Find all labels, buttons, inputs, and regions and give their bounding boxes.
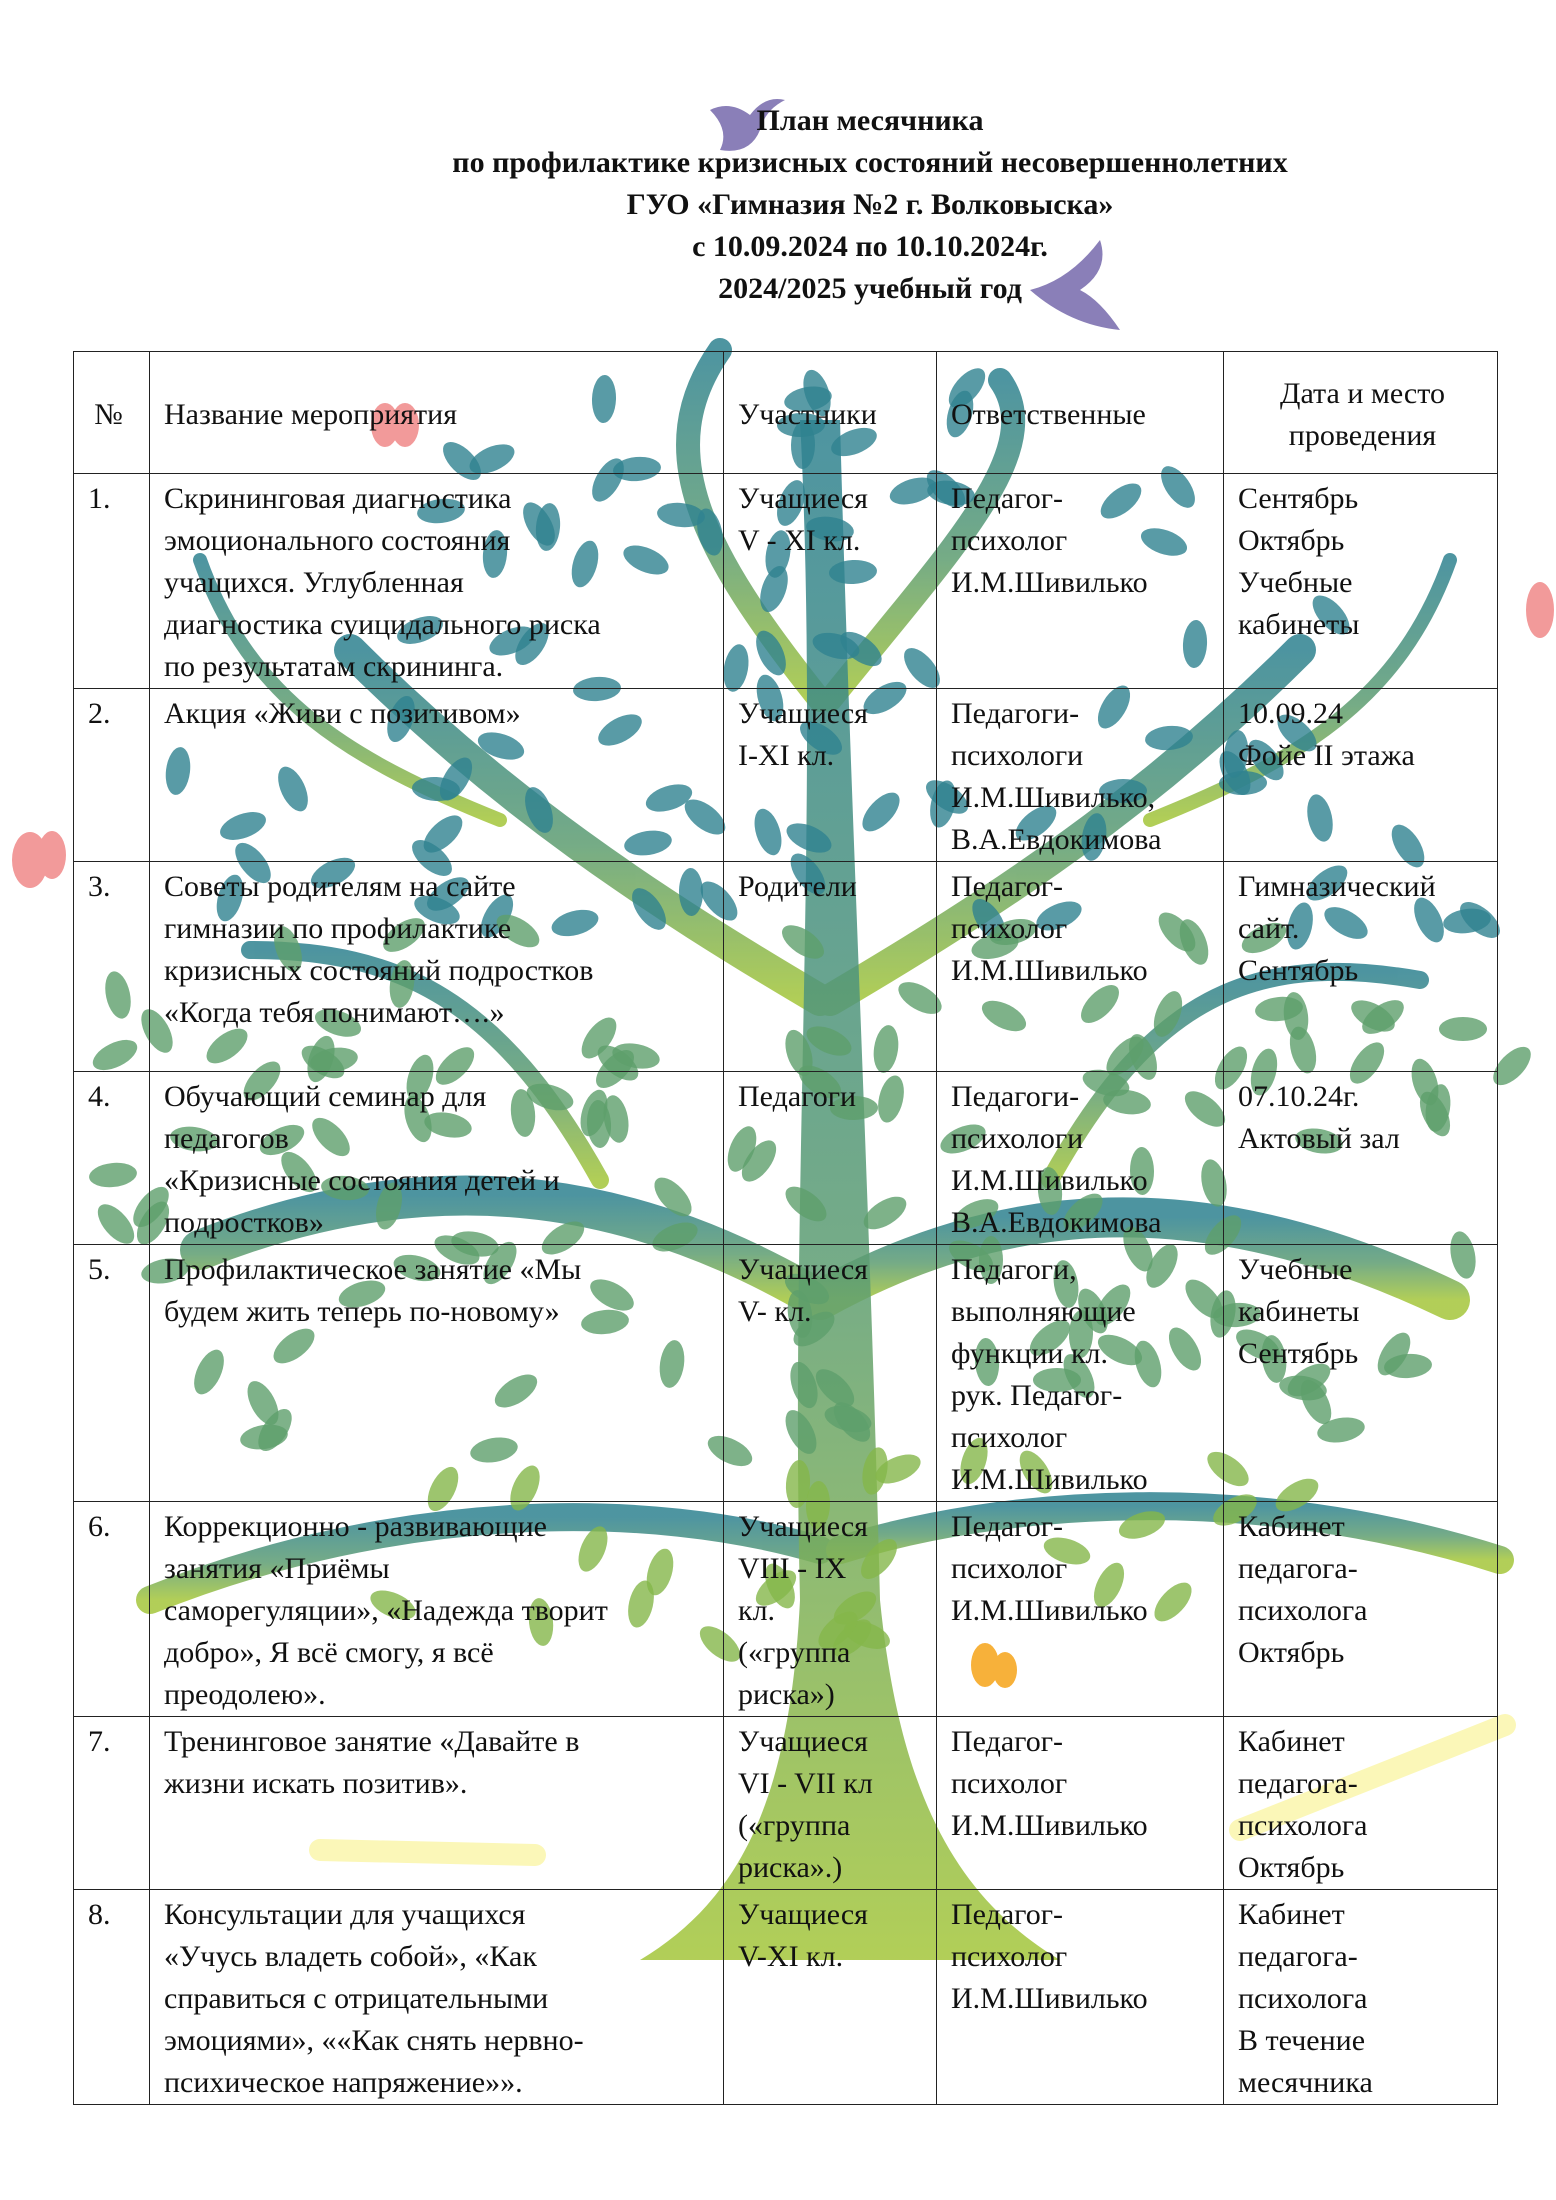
responsible: Педагог- психолог И.М.Шивилько [936,473,1224,689]
row-number: 6. [73,1501,150,1717]
date-place: Сентябрь Октябрь Учебные кабинеты [1223,473,1498,689]
responsible: Педагоги, выполняющие функции кл. рук. П… [936,1244,1224,1502]
table-row: 7.Тренинговое занятие «Давайте в жизни и… [73,1716,1498,1890]
title-line: ГУО «Гимназия №2 г. Волковыска» [626,188,1114,221]
header-participants: Участники [723,351,937,474]
header-date-place: Дата и место проведения [1223,351,1498,474]
event-name: Коррекционно - развивающие занятия «Приё… [149,1501,724,1717]
participants: Учащиеся V- кл. [723,1244,937,1502]
date-place: Кабинет педагога- психолога В течение ме… [1223,1889,1498,2105]
date-place: Кабинет педагога- психолога Октябрь [1223,1501,1498,1717]
participants: Учащиеся VIII - IX кл. («группа риска») [723,1501,937,1717]
table-row: 1.Скрининговая диагностика эмоциональног… [73,473,1498,689]
table-row: 3.Советы родителям на сайте гимназии по … [73,861,1498,1072]
event-name: Скрининговая диагностика эмоционального … [149,473,724,689]
event-name: Тренинговое занятие «Давайте в жизни иск… [149,1716,724,1890]
table-row: 2.Акция «Живи с позитивом»Учащиеся I-XI … [73,688,1498,862]
participants: Учащиеся I-XI кл. [723,688,937,862]
title-line: 2024/2025 учебный год [718,272,1022,305]
date-place: 07.10.24г. Актовый зал [1223,1071,1498,1245]
row-number: 1. [73,473,150,689]
document-title: План месячника по профилактике кризисных… [330,100,1410,310]
event-name: Консультации для учащихся «Учусь владеть… [149,1889,724,2105]
title-line: по профилактике кризисных состояний несо… [452,146,1288,179]
participants: Учащиеся VI - VII кл («группа риска».) [723,1716,937,1890]
responsible: Педагог- психолог И.М.Шивилько [936,1889,1224,2105]
responsible: Педагоги- психологи И.М.Шивилько В.А.Евд… [936,1071,1224,1245]
row-number: 5. [73,1244,150,1502]
participants: Учащиеся V-XI кл. [723,1889,937,2105]
header-responsible: Ответственные [936,351,1224,474]
row-number: 4. [73,1071,150,1245]
title-line: с 10.09.2024 по 10.10.2024г. [692,230,1048,263]
responsible: Педагог- психолог И.М.Шивилько [936,861,1224,1072]
row-number: 8. [73,1889,150,2105]
table-row: 5.Профилактическое занятие «Мы будем жит… [73,1244,1498,1502]
date-place: Кабинет педагога- психолога Октябрь [1223,1716,1498,1890]
participants: Педагоги [723,1071,937,1245]
participants: Учащиеся V - XI кл. [723,473,937,689]
date-place: Гимназический сайт. Сентябрь [1223,861,1498,1072]
date-place: 10.09.24 Фойе II этажа [1223,688,1498,862]
row-number: 3. [73,861,150,1072]
responsible: Педагог- психолог И.М.Шивилько [936,1716,1224,1890]
event-name: Акция «Живи с позитивом» [149,688,724,862]
responsible: Педагог- психолог И.М.Шивилько [936,1501,1224,1717]
event-name: Профилактическое занятие «Мы будем жить … [149,1244,724,1502]
participants: Родители [723,861,937,1072]
title-line: План месячника [756,104,984,137]
table-row: 8.Консультации для учащихся «Учусь владе… [73,1889,1498,2105]
table-header-row: № Название мероприятия Участники Ответст… [73,351,1498,474]
bird-icon [710,99,785,151]
header-number: № [73,351,150,474]
event-name: Обучающий семинар для педагогов «Кризисн… [149,1071,724,1245]
table-row: 6.Коррекционно - развивающие занятия «Пр… [73,1501,1498,1717]
date-place: Учебные кабинеты Сентябрь [1223,1244,1498,1502]
leaf-icon [1493,1046,1531,1086]
events-table: № Название мероприятия Участники Ответст… [73,351,1498,2105]
event-name: Советы родителям на сайте гимназии по пр… [149,861,724,1072]
bird-icon [1030,240,1120,330]
row-number: 2. [73,688,150,862]
header-event-name: Название мероприятия [149,351,724,474]
row-number: 7. [73,1716,150,1890]
table-row: 4. Обучающий семинар для педагогов «Криз… [73,1071,1498,1245]
responsible: Педагоги- психологи И.М.Шивилько, В.А.Ев… [936,688,1224,862]
